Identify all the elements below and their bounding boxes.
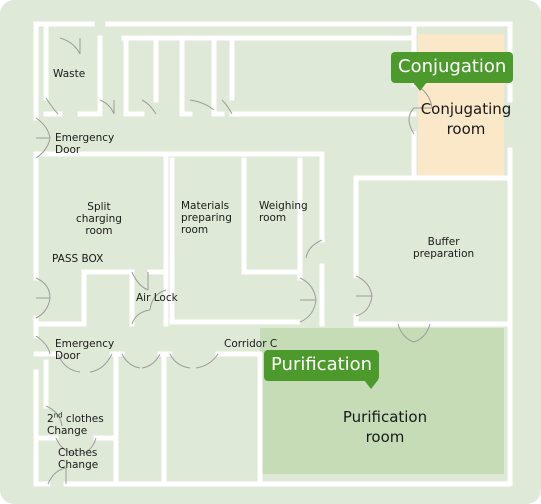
second-clothes-change-text: Change: [47, 425, 88, 437]
walls: [33, 21, 513, 487]
second-clothes-ordinal: nd: [53, 411, 63, 420]
split-charging-room-label: Split charging room: [76, 201, 122, 237]
purification-badge: Purification: [264, 350, 380, 389]
corridor-c-label: Corridor C: [224, 338, 278, 350]
door-swings: [35, 37, 433, 485]
pass-box-label: PASS BOX: [52, 253, 104, 265]
air-lock-label: Air Lock: [136, 292, 178, 304]
second-clothes-text: clothes: [62, 413, 104, 425]
emergency-door-top-label: Emergency Door: [55, 132, 115, 156]
clothes-change-label: Clothes Change: [58, 447, 99, 471]
purification-badge-pointer: [364, 380, 378, 389]
purification-room-label: Purification room: [342, 408, 428, 446]
conjugating-room-label: Conjugating room: [420, 100, 512, 138]
buffer-preparation-label: Buffer preparation: [413, 236, 475, 260]
weighing-room-label: Weighing room: [259, 200, 308, 224]
materials-preparing-room-label: Materials preparing room: [181, 200, 232, 236]
waste-label: Waste: [53, 68, 86, 80]
conjugation-badge: Conjugation: [391, 52, 514, 91]
emergency-door-bottom-label: Emergency Door: [55, 338, 115, 362]
second-clothes-change-label: 2nd clothes Change: [47, 411, 104, 437]
conjugation-badge-text: Conjugation: [398, 56, 507, 77]
second-clothes-number: 2: [47, 413, 54, 425]
purification-badge-text: Purification: [271, 354, 373, 375]
conjugation-badge-pointer: [413, 82, 427, 91]
